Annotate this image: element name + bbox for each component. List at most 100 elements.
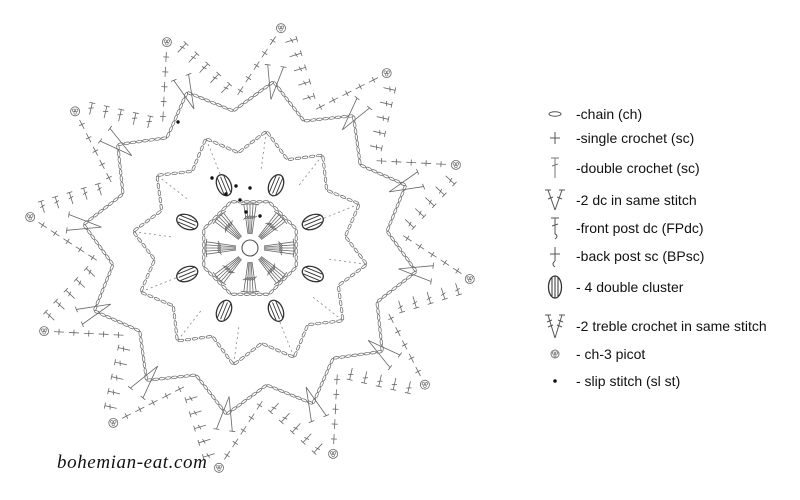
chain-stitch bbox=[93, 305, 98, 311]
chain-stitch bbox=[249, 139, 256, 145]
chain-stitch bbox=[355, 268, 362, 274]
chain-stitch bbox=[191, 165, 196, 171]
chain-stitch bbox=[393, 208, 398, 215]
chain-stitch bbox=[304, 325, 309, 331]
single-crochet-stitch bbox=[427, 251, 437, 258]
chain-stitch bbox=[208, 219, 214, 225]
chain-stitch bbox=[117, 142, 124, 146]
chain-stitch bbox=[214, 399, 220, 405]
chain-stitch bbox=[282, 215, 288, 221]
single-crochet-stitch bbox=[161, 393, 172, 399]
magic-ring bbox=[241, 239, 259, 257]
chain-stitch bbox=[203, 384, 208, 390]
chain-stitch bbox=[143, 367, 147, 375]
chain-stitch bbox=[299, 115, 305, 122]
chain-stitch bbox=[132, 231, 138, 237]
four-double-cluster bbox=[215, 174, 233, 197]
double-crochet-stitch bbox=[412, 296, 420, 310]
chain-stitch bbox=[386, 225, 391, 232]
single-crochet-stitch bbox=[88, 254, 98, 261]
chain-stitch bbox=[153, 297, 160, 301]
chain-stitch bbox=[93, 212, 99, 218]
chain-stitch bbox=[350, 217, 355, 224]
chain-stitch bbox=[230, 292, 238, 296]
chain-stitch bbox=[202, 254, 206, 261]
chain-stitch bbox=[250, 347, 256, 353]
legend-label-single-crochet: -single crochet (sc) bbox=[576, 130, 695, 146]
legend-row-single-crochet: -single crochet (sc) bbox=[540, 124, 795, 152]
double-crochet-stitch bbox=[379, 100, 393, 108]
ch3-picot bbox=[419, 379, 430, 390]
chain-stitch bbox=[205, 335, 213, 339]
double-crochet-stitch bbox=[113, 359, 127, 366]
single-crochet-stitch bbox=[248, 413, 255, 423]
chain-stitch bbox=[354, 127, 358, 135]
chain-stitch bbox=[295, 396, 302, 400]
chain-stitch bbox=[299, 338, 303, 345]
chain-stitch bbox=[233, 360, 239, 366]
chain-stitch bbox=[123, 141, 131, 145]
chain-stitch bbox=[294, 156, 302, 160]
chain-stitch bbox=[202, 248, 206, 255]
chain-stitch bbox=[303, 119, 311, 123]
single-crochet-stitch bbox=[79, 119, 85, 130]
chain-stitch bbox=[157, 173, 164, 177]
chain-stitch bbox=[400, 190, 405, 197]
chain-stitch bbox=[358, 158, 362, 166]
chain-stitch bbox=[411, 271, 417, 276]
double-crochet-stitch bbox=[298, 78, 312, 86]
slip-stitch bbox=[244, 210, 248, 214]
double-crochet-stitch bbox=[455, 283, 463, 297]
chain-stitch bbox=[217, 280, 223, 286]
chain-stitch bbox=[171, 120, 176, 127]
chain-stitch bbox=[358, 253, 363, 259]
chain-stitch bbox=[375, 301, 379, 309]
chain-stitch bbox=[204, 98, 211, 103]
chain-stitch bbox=[340, 314, 345, 321]
chain-stitch bbox=[142, 355, 146, 362]
chain-stitch bbox=[280, 91, 286, 97]
chain-stitch bbox=[133, 227, 139, 232]
chain-stitch bbox=[231, 406, 237, 412]
chain-stitch bbox=[349, 272, 356, 278]
chain-stitch bbox=[337, 285, 341, 293]
double-crochet-stitch bbox=[201, 453, 215, 461]
double-crochet-stitch bbox=[53, 298, 65, 310]
double-crochet-stitch bbox=[369, 144, 383, 152]
chain-stitch bbox=[316, 117, 323, 121]
chain-stitch bbox=[404, 256, 410, 262]
chain-stitch bbox=[294, 248, 298, 255]
chain-stitch bbox=[322, 321, 329, 325]
single-crochet-stitch bbox=[376, 157, 387, 165]
chain-stitch bbox=[107, 270, 112, 277]
chain-stitch bbox=[227, 107, 234, 112]
double-crochet-stitch bbox=[404, 219, 417, 231]
chain-stitch bbox=[256, 343, 262, 348]
chain-stitch bbox=[86, 229, 92, 235]
chain-stitch bbox=[281, 351, 288, 356]
single-crochet-stitch bbox=[330, 433, 337, 445]
chain-stitch bbox=[395, 202, 400, 209]
chain-stitch bbox=[354, 134, 358, 141]
chain-stitch bbox=[177, 338, 184, 343]
double-crochet-stitch bbox=[188, 51, 200, 63]
chain-stitch bbox=[408, 261, 414, 267]
chain-stitch bbox=[338, 281, 344, 286]
chain-stitch bbox=[145, 272, 150, 279]
ch3-picot bbox=[464, 274, 475, 284]
chain-stitch bbox=[341, 115, 348, 119]
chain-stitch bbox=[173, 114, 178, 121]
single-crochet-stitch bbox=[50, 230, 60, 237]
chain-stitch bbox=[268, 345, 275, 350]
chain-stitch bbox=[150, 254, 155, 260]
legend-row-back-post-sc: -back post sc (BPsc) bbox=[540, 242, 795, 270]
double-crochet-stitch bbox=[289, 423, 301, 435]
chain-stitch bbox=[198, 96, 205, 100]
legend-label-four-double-cluster: - 4 double cluster bbox=[576, 279, 684, 295]
chain-stitch bbox=[324, 183, 328, 190]
chain-stitch bbox=[339, 299, 343, 307]
chain-stitch bbox=[353, 121, 357, 129]
chain-stitch bbox=[152, 377, 159, 381]
chain-stitch bbox=[282, 275, 288, 281]
chain-stitch bbox=[287, 354, 294, 358]
